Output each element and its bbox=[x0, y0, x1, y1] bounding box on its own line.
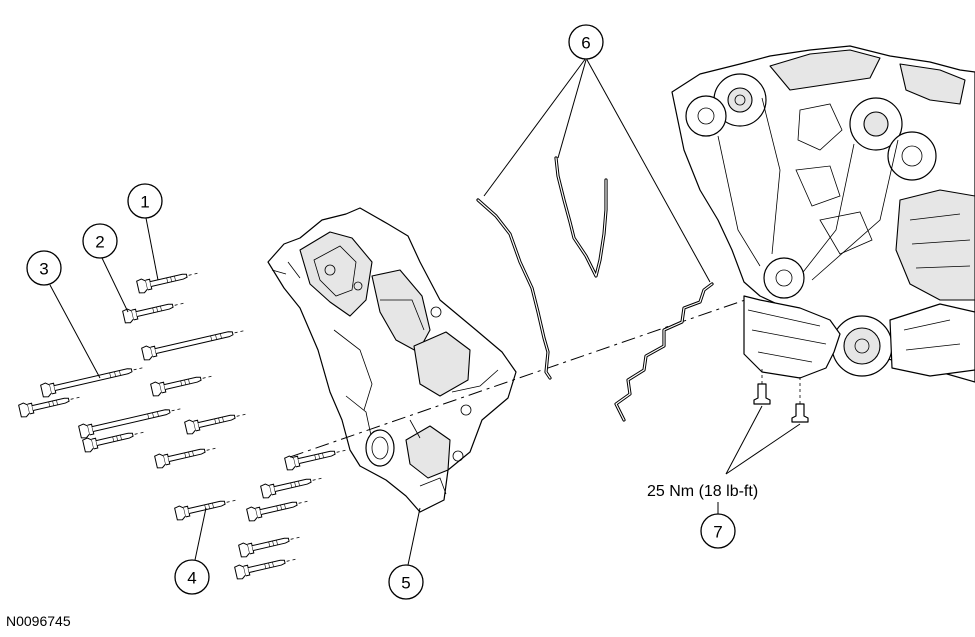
callout-4: 4 bbox=[174, 559, 210, 595]
callout-3: 3 bbox=[26, 250, 62, 286]
svg-text:4: 4 bbox=[187, 569, 196, 588]
callout-6: 6 bbox=[568, 24, 604, 60]
svg-text:5: 5 bbox=[401, 574, 410, 593]
svg-text:2: 2 bbox=[95, 233, 104, 252]
engine-assembly bbox=[671, 45, 975, 383]
bolt-4 bbox=[173, 492, 241, 522]
callout-2: 2 bbox=[82, 223, 118, 259]
bolt-2 bbox=[121, 295, 189, 325]
oil-pan-gasket bbox=[614, 282, 714, 422]
svg-text:1: 1 bbox=[140, 193, 149, 212]
bolt bbox=[237, 529, 305, 559]
torque-spec-label: 25 Nm (18 lb-ft) bbox=[647, 483, 758, 500]
bolt-long bbox=[140, 322, 249, 362]
engine-front-cover bbox=[267, 207, 517, 513]
bolt-1 bbox=[135, 265, 203, 295]
oil-pan bbox=[743, 295, 841, 423]
bolt bbox=[283, 442, 351, 472]
leader-lines bbox=[49, 57, 801, 566]
bolt bbox=[153, 440, 221, 470]
figure-id: N0096745 bbox=[6, 613, 71, 629]
bolt bbox=[259, 470, 327, 500]
bolt bbox=[149, 368, 217, 398]
callout-1: 1 bbox=[127, 183, 163, 219]
front-cover-gasket-left bbox=[476, 198, 552, 380]
callout-7: 7 bbox=[700, 513, 736, 549]
bolt bbox=[245, 493, 313, 523]
svg-text:3: 3 bbox=[39, 260, 48, 279]
callout-5: 5 bbox=[388, 564, 424, 600]
bolt bbox=[183, 406, 251, 436]
svg-text:7: 7 bbox=[713, 523, 722, 542]
svg-text:6: 6 bbox=[581, 34, 590, 53]
front-cover-gasket-upper bbox=[554, 156, 608, 278]
